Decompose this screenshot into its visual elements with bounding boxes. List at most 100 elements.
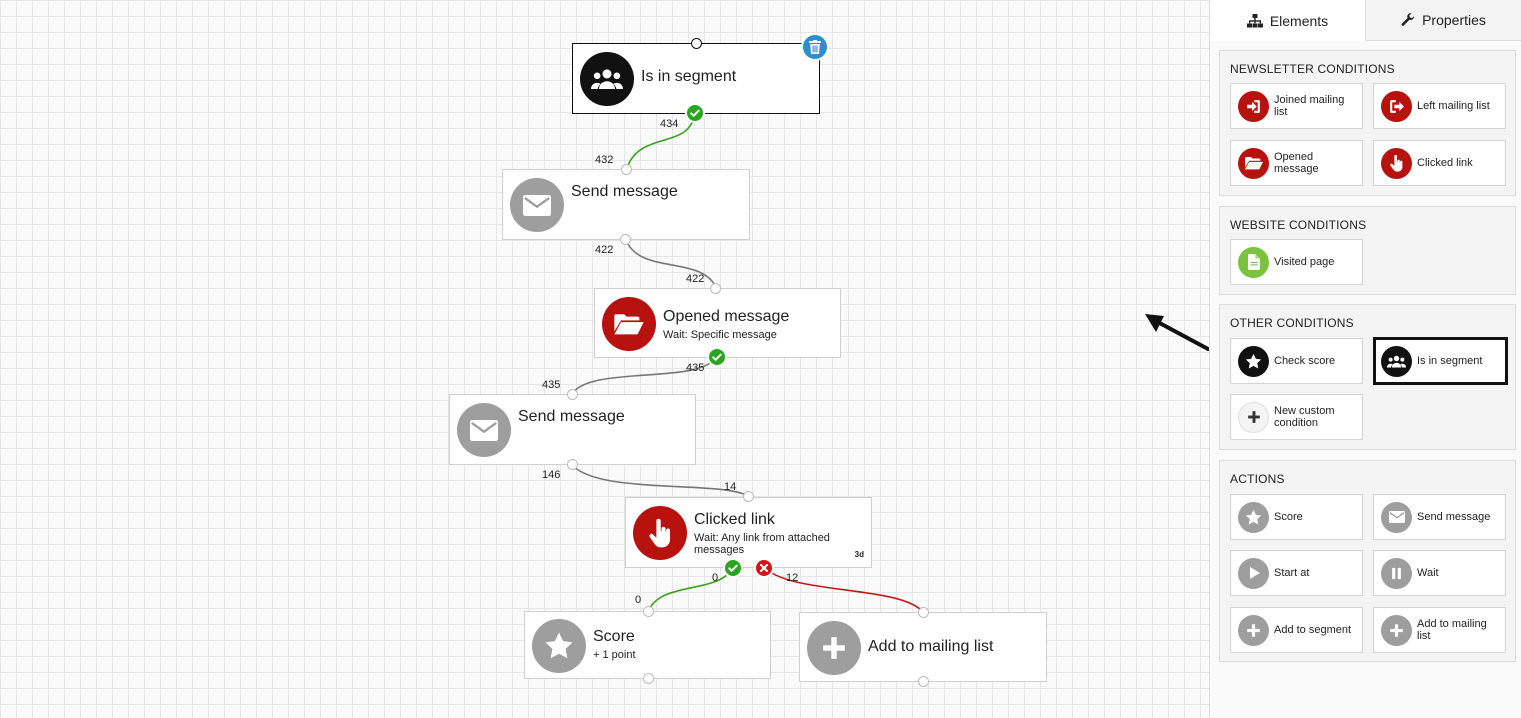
star-icon — [1238, 501, 1269, 533]
plus-icon — [807, 621, 861, 675]
node-subtitle: + 1 point — [593, 649, 636, 661]
node-is-in-segment[interactable]: Is in segment — [572, 43, 820, 114]
envelope-icon — [457, 403, 511, 457]
node-opened-message[interactable]: Opened message Wait: Specific message — [594, 288, 841, 358]
tab-properties[interactable]: Properties — [1366, 0, 1521, 40]
node-add-to-mailing-list[interactable]: Add to mailing list — [799, 612, 1047, 682]
section-title: OTHER CONDITIONS — [1230, 316, 1354, 330]
node-title: Send message — [518, 408, 625, 425]
element-left-mailing-list[interactable]: Left mailing list — [1373, 83, 1506, 129]
element-label: Opened message — [1274, 151, 1319, 175]
input-port[interactable] — [643, 606, 654, 617]
section-title: WEBSITE CONDITIONS — [1230, 218, 1367, 232]
elements-panel: Elements Properties NEWSLETTER CONDITION… — [1209, 0, 1521, 718]
element-label: Wait — [1417, 567, 1439, 579]
tab-label: Properties — [1422, 12, 1486, 28]
element-label: Score — [1274, 511, 1303, 523]
count-label: 0 — [635, 594, 642, 606]
element-label: Joined mailing list — [1274, 94, 1345, 118]
workflow-canvas[interactable]: Is in segment 434 432 Send message 422 4… — [0, 0, 1209, 718]
input-port[interactable] — [691, 38, 702, 49]
element-score[interactable]: Score — [1230, 494, 1363, 540]
connector-clicked-addlist — [763, 566, 924, 613]
element-label: Add to segment — [1274, 624, 1352, 636]
node-title: Add to mailing list — [868, 638, 994, 655]
node-send-message[interactable]: Send message — [449, 394, 696, 465]
hand-pointer-icon — [1381, 147, 1412, 179]
success-check-icon[interactable] — [723, 558, 743, 578]
count-label: 14 — [724, 481, 737, 493]
node-title: Clicked link — [694, 511, 775, 528]
node-title: Is in segment — [641, 68, 737, 85]
node-subtitle: Wait: Any link from attached messages — [694, 532, 830, 556]
element-label: New custom condition — [1274, 405, 1335, 429]
plus-icon — [1238, 401, 1269, 433]
input-port[interactable] — [621, 164, 632, 175]
success-check-icon[interactable] — [685, 103, 705, 123]
input-port[interactable] — [567, 389, 578, 400]
count-label: 435 — [542, 379, 561, 391]
element-start-at[interactable]: Start at — [1230, 550, 1363, 596]
plus-icon — [1238, 614, 1269, 646]
element-label: Left mailing list — [1417, 100, 1490, 112]
trash-icon[interactable] — [801, 33, 829, 61]
section-actions: ACTIONS Score Send message Start at Wait… — [1219, 460, 1516, 662]
connector-send1-opened — [625, 239, 717, 288]
output-port[interactable] — [567, 459, 578, 470]
count-label: 12 — [786, 572, 799, 584]
sign-out-icon — [1381, 90, 1412, 122]
play-icon — [1238, 557, 1269, 589]
output-port[interactable] — [620, 234, 631, 245]
failure-x-icon[interactable] — [754, 558, 774, 578]
node-clicked-link[interactable]: Clicked link Wait: Any link from attache… — [625, 497, 872, 568]
sitemap-icon — [1246, 13, 1263, 27]
envelope-icon — [510, 178, 564, 232]
star-icon — [532, 619, 586, 673]
element-add-to-segment[interactable]: Add to segment — [1230, 607, 1363, 653]
folder-open-icon — [1238, 147, 1269, 179]
folder-open-icon — [602, 297, 656, 351]
node-subtitle: Wait: Specific message — [663, 329, 777, 341]
plus-icon — [1381, 614, 1412, 646]
connector-clicked-score — [647, 566, 734, 613]
users-icon — [1381, 345, 1412, 377]
section-other-conditions: OTHER CONDITIONS Check score Is in segme… — [1219, 304, 1516, 450]
element-clicked-link[interactable]: Clicked link — [1373, 140, 1506, 186]
output-port[interactable] — [643, 673, 654, 684]
node-title: Score — [593, 628, 635, 645]
input-port[interactable] — [710, 283, 721, 294]
node-score[interactable]: Score + 1 point — [524, 611, 771, 679]
count-label: 422 — [595, 244, 614, 256]
element-new-custom-condition[interactable]: New custom condition — [1230, 394, 1363, 440]
element-visited-page[interactable]: Visited page — [1230, 239, 1363, 285]
connector-opened-send2 — [571, 356, 717, 395]
element-is-in-segment[interactable]: Is in segment — [1373, 337, 1508, 385]
section-title: NEWSLETTER CONDITIONS — [1230, 62, 1395, 76]
count-label: 435 — [686, 362, 705, 374]
element-label: Add to mailing list — [1417, 618, 1487, 642]
count-label: 432 — [595, 154, 614, 166]
connector-send2-clicked — [571, 464, 749, 497]
element-opened-message[interactable]: Opened message — [1230, 140, 1363, 186]
users-icon — [580, 52, 634, 106]
output-port[interactable] — [918, 676, 929, 687]
sign-in-icon — [1238, 90, 1269, 122]
element-joined-mailing-list[interactable]: Joined mailing list — [1230, 83, 1363, 129]
wrench-icon — [1401, 13, 1415, 26]
node-title: Send message — [571, 183, 678, 200]
element-send-message[interactable]: Send message — [1373, 494, 1506, 540]
input-port[interactable] — [918, 607, 929, 618]
hand-pointer-icon — [633, 506, 687, 560]
tab-elements[interactable]: Elements — [1210, 0, 1366, 41]
element-add-to-mailing-list[interactable]: Add to mailing list — [1373, 607, 1506, 653]
node-send-message[interactable]: Send message — [502, 169, 750, 240]
element-wait[interactable]: Wait — [1373, 550, 1506, 596]
drag-pointer-arrow-icon — [1145, 314, 1209, 351]
input-port[interactable] — [743, 491, 754, 502]
success-check-icon[interactable] — [707, 347, 727, 367]
star-icon — [1238, 345, 1269, 377]
element-check-score[interactable]: Check score — [1230, 338, 1363, 384]
element-label: Check score — [1274, 355, 1336, 367]
count-label: 434 — [660, 118, 679, 130]
element-label: Is in segment — [1417, 355, 1483, 367]
